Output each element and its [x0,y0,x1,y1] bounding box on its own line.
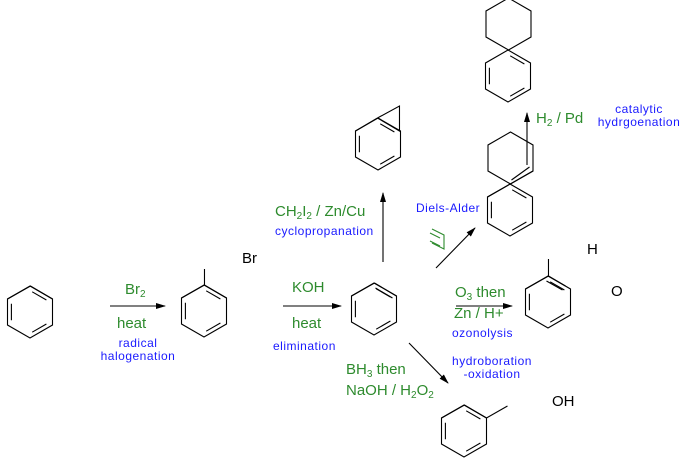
vinyl-single [351,282,375,297]
diels-alder-name: Diels-Alder [416,201,481,215]
bromination-reagent: Br2 [125,281,146,300]
ethyl-chain [7,285,53,300]
cyclohexane-ring [485,0,532,51]
bromine-atom-label: Br [242,250,257,267]
hydroboration-name: hydroboration-oxidation [452,354,532,381]
cyclohexene-double [511,166,530,181]
ozonolysis-name: ozonolysis [452,326,514,340]
benzaldehyde-ring [524,275,572,329]
aldehyde-hydrogen-label: H [587,241,598,258]
vinyl-double-inner [375,287,393,299]
hydroboration-reagent-line2: NaOH / H2O2 [346,382,434,401]
aldehyde-oxygen-label: O [611,283,623,300]
diels-alder-arrow [435,227,476,269]
bromoethyl-chain [181,284,227,299]
vinyl-double [374,282,397,297]
cyclopropane-ring [377,105,401,132]
hydroboration-reagent-line1: BH3 then [346,361,406,380]
ozonolysis-reagent-line2: Zn / H+ [454,305,504,322]
cyclohexene-ring [487,131,534,185]
ozonolysis-reagent-line1: O3 then [455,284,506,303]
ethylbenzene-ring [6,285,54,339]
ring-link-bond [487,170,534,198]
aldehyde-carbon-bond [525,275,549,290]
cyclopropanation-reagent: CH2I2 / Zn/Cu [275,203,366,222]
phenylethanol-ring [440,404,488,458]
butadiene-structure [429,228,445,250]
elimination-condition: heat [292,315,322,332]
bromination-condition: heat [117,315,147,332]
cyclopropylbenzene-ring [354,117,402,171]
hydrogenation-reagent: H2 / Pd [536,110,584,129]
elimination-reagent: KOH [292,279,325,296]
phenylcyclohexane-benzene-ring [484,49,532,103]
cyclopropyl-bond [355,117,378,132]
aldehyde-co-double-2 [546,280,563,291]
aldehyde-co-double [548,275,566,287]
hydroxyl-label: OH [552,393,575,410]
ethanol-chain [441,404,508,419]
styrene-ring [350,282,398,336]
cyclohexenylbenzene-ring [486,183,534,237]
hydroboration-arrow [408,342,449,384]
cyclopropanation-name: cyclopropanation [275,224,374,238]
bromoethylbenzene-ring [180,284,228,338]
elimination-name: elimination [273,339,336,353]
